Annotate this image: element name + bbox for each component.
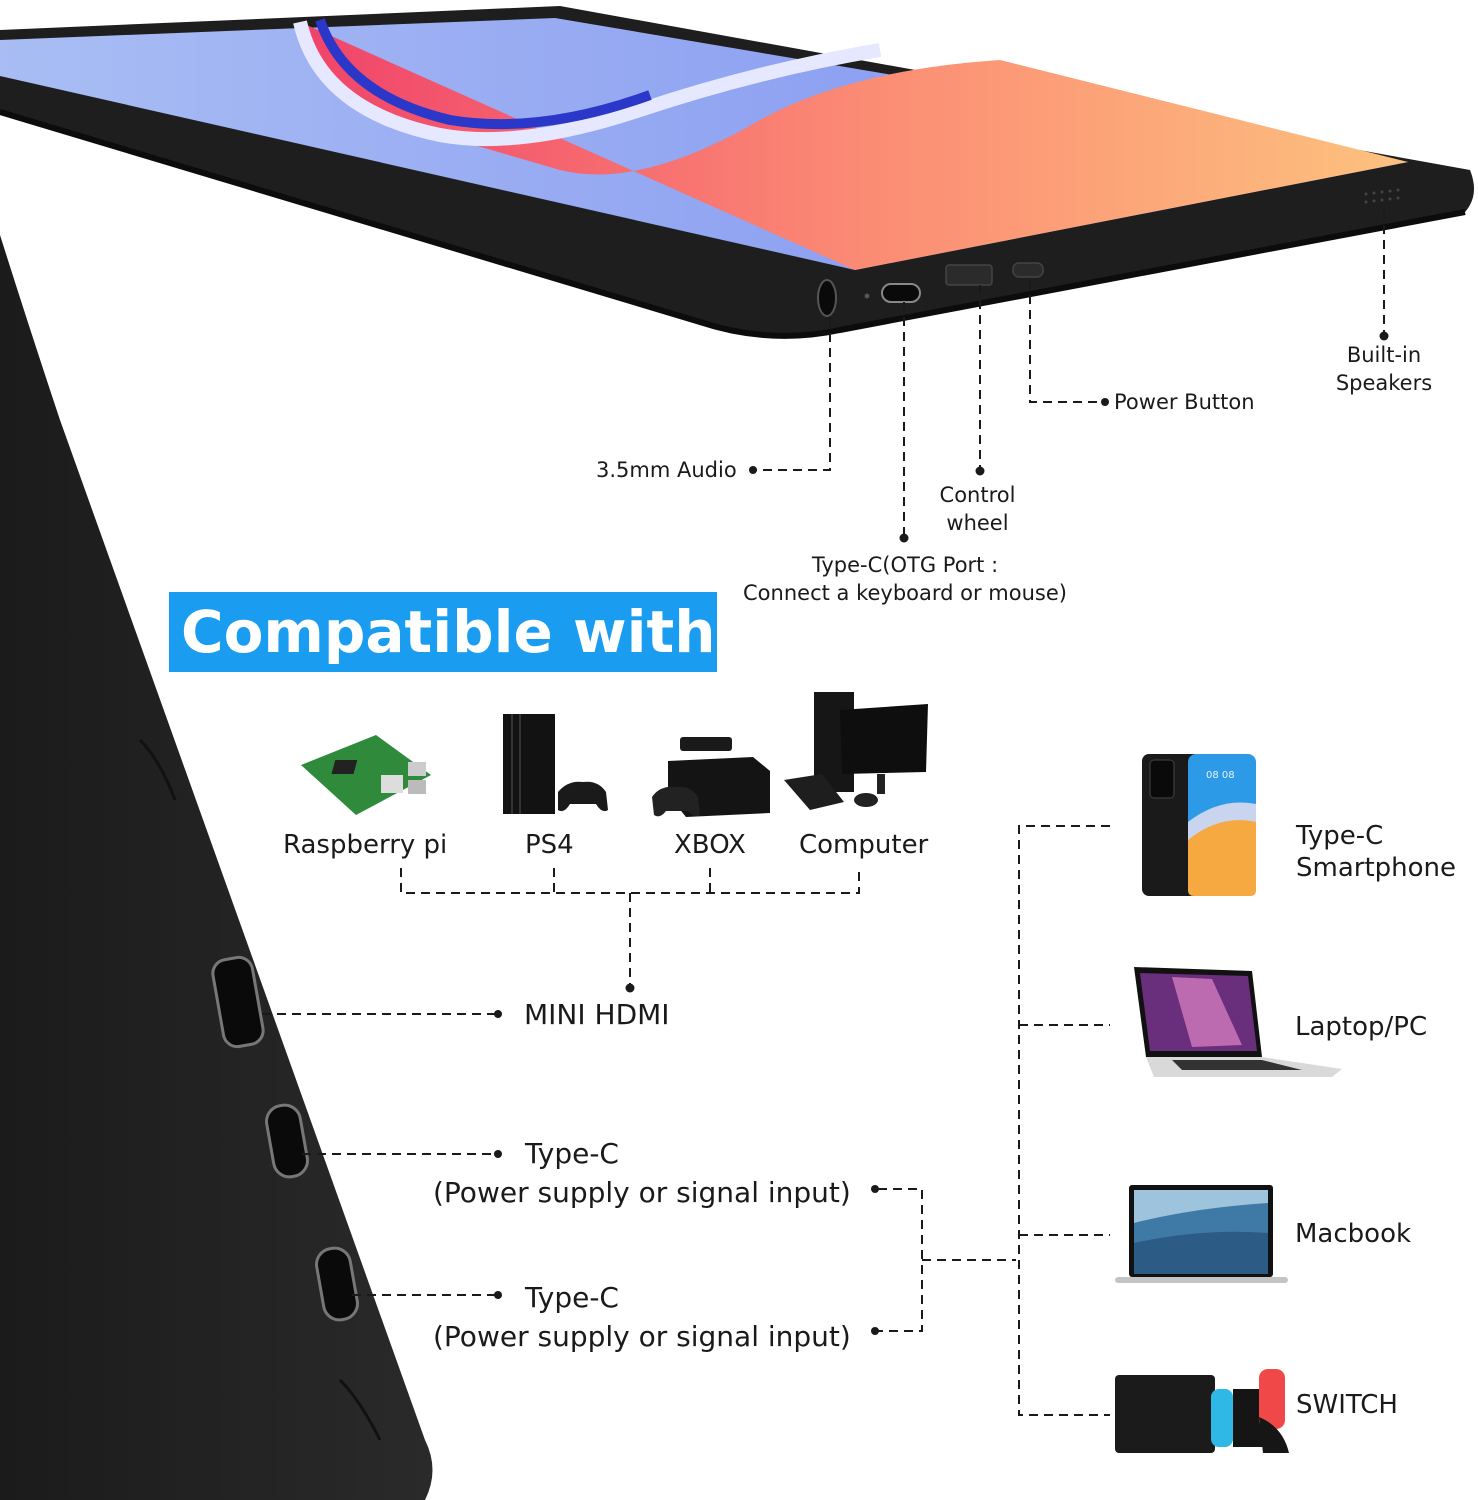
smartphone-screen-time: 08 08 (1206, 770, 1235, 781)
otg-port-label: Type-C(OTG Port : Connect a keyboard or … (720, 551, 1090, 607)
typec-device-label-switch: SWITCH (1296, 1390, 1398, 1420)
control-wheel-label: Control wheel (915, 481, 1040, 537)
typec-device-label-macbook: Macbook (1295, 1219, 1412, 1249)
typec-port-1 (265, 1103, 309, 1179)
hdmi-device-label-ps4: PS4 (525, 830, 574, 860)
typec-device-label-smartphone: Type-C Smartphone (1296, 820, 1456, 884)
power-button (1012, 262, 1044, 278)
typec-port-1-label-line1: Type-C (525, 1137, 619, 1170)
speakers-label-line1: Built-in (1346, 343, 1422, 367)
smartphone-icon: 08 08 (1140, 752, 1258, 898)
otg-typec-port (881, 283, 921, 303)
typec-port-1-label-line2: (Power supply or signal input) (433, 1176, 851, 1209)
laptop-icon (1132, 965, 1344, 1080)
status-led (864, 293, 870, 299)
compatible-with-banner: Compatible with (169, 592, 717, 672)
xbox-console-icon (648, 735, 773, 820)
monitor-stand (0, 235, 433, 1500)
desktop-computer-icon (782, 690, 930, 820)
control-wheel (945, 264, 993, 286)
raspberry-pi-board-icon (296, 720, 436, 820)
typec-port-2-label-line2: (Power supply or signal input) (433, 1320, 851, 1353)
connector-lines (262, 210, 1385, 1416)
mini-hdmi-port (211, 955, 265, 1049)
speakers-label: Built-in Speakers (1320, 341, 1448, 397)
otg-port-label-line1: Type-C(OTG Port : (811, 553, 999, 577)
typec-device-label-laptop: Laptop/PC (1295, 1012, 1428, 1042)
speakers-label-line2: Speakers (1335, 371, 1433, 395)
control-wheel-label-line1: Control (939, 483, 1016, 507)
monitor-panel (0, 6, 1474, 339)
connector-dots (494, 331, 1389, 1335)
audio-jack (817, 279, 837, 317)
hdmi-device-label-computer: Computer (799, 830, 929, 860)
mini-hdmi-label: MINI HDMI (524, 998, 670, 1031)
typec-port-2-label-line1: Type-C (525, 1281, 619, 1314)
ps4-console-icon (498, 712, 613, 820)
hdmi-device-label-xbox: XBOX (674, 830, 746, 860)
power-button-label: Power Button (1114, 390, 1255, 414)
nintendo-switch-icon (1113, 1367, 1293, 1455)
smartphone-label-line1: Type-C (1296, 821, 1384, 851)
typec-port-2 (315, 1246, 359, 1322)
control-wheel-label-line2: wheel (946, 511, 1009, 535)
hdmi-device-label-raspberry-pi: Raspberry pi (283, 830, 448, 860)
smartphone-label-line2: Smartphone (1296, 853, 1457, 883)
macbook-icon (1113, 1183, 1290, 1287)
speaker-grille (1364, 188, 1400, 204)
otg-port-label-line2: Connect a keyboard or mouse) (743, 581, 1067, 605)
banner-title: Compatible with (181, 598, 716, 666)
audio-port-label: 3.5mm Audio (596, 458, 737, 482)
